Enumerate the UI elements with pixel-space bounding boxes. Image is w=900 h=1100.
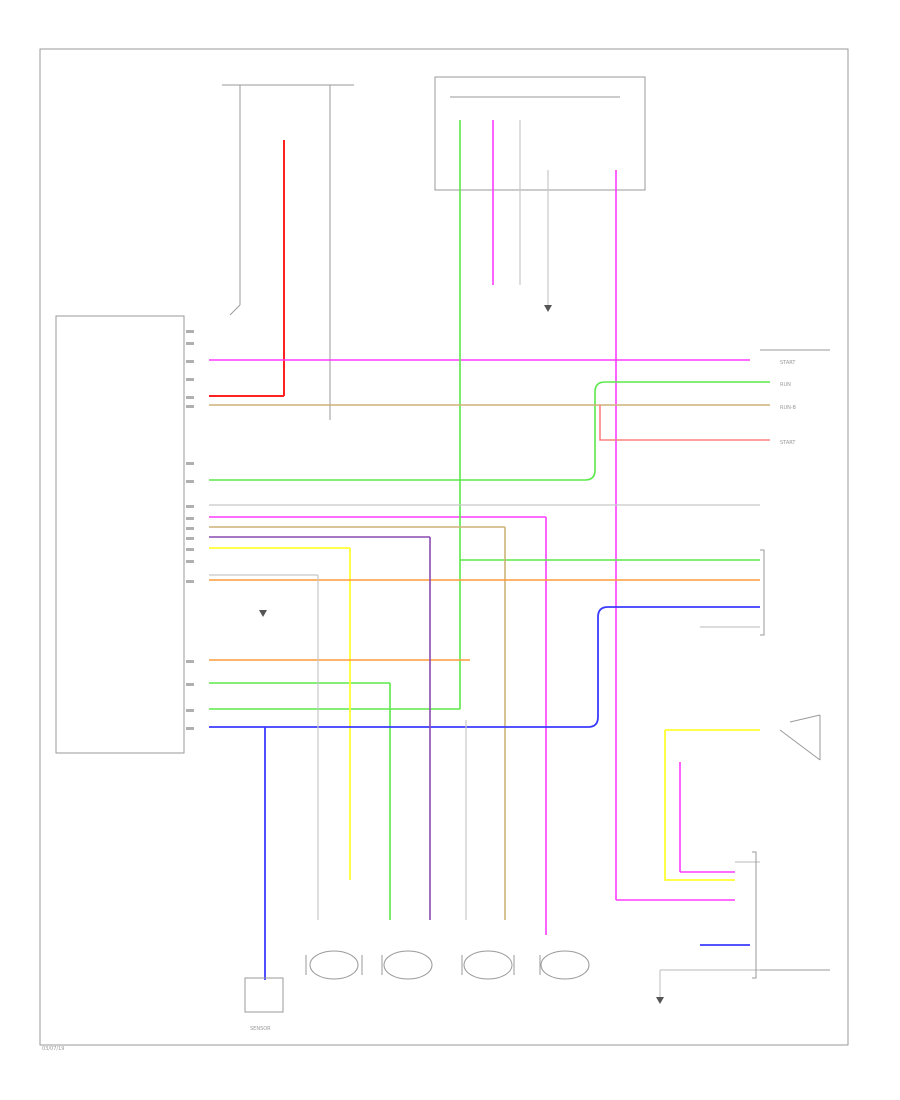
label-start: START: [780, 360, 796, 366]
wire-blue: [209, 606, 760, 980]
wire-orange: [209, 579, 760, 661]
wire-yellow: [209, 547, 760, 881]
label-run-b: RUN-B: [780, 405, 797, 411]
sensor-rf: [461, 950, 515, 980]
sensor-rr: [539, 950, 590, 980]
wire-pink: [209, 120, 750, 935]
sensor-lr: [381, 950, 433, 980]
wire-tan: [209, 404, 770, 920]
diagram-frame: [39, 48, 849, 1046]
wire-gray: [209, 120, 760, 997]
control-module: [55, 315, 185, 754]
sensor-lf: [305, 950, 363, 980]
underhood-fuse-box: [434, 76, 646, 191]
ground-symbols: [259, 305, 664, 1004]
module-pin-ticks: [186, 330, 194, 730]
wire-red: [209, 140, 285, 397]
fuse-box-top-left: [222, 84, 354, 420]
label-rear-sensor: SENSOR: [250, 1026, 271, 1032]
wire-purple: [209, 536, 431, 920]
label-run: RUN: [780, 382, 791, 388]
page-id: 03/07/19: [42, 1046, 64, 1052]
rear-sensor-box: [244, 977, 284, 1013]
wire-green: [209, 120, 770, 920]
label-start-tan: START: [780, 440, 796, 446]
connector-brackets: [752, 349, 830, 979]
sensor-row: [244, 950, 590, 1013]
brake-switch: [779, 714, 821, 761]
